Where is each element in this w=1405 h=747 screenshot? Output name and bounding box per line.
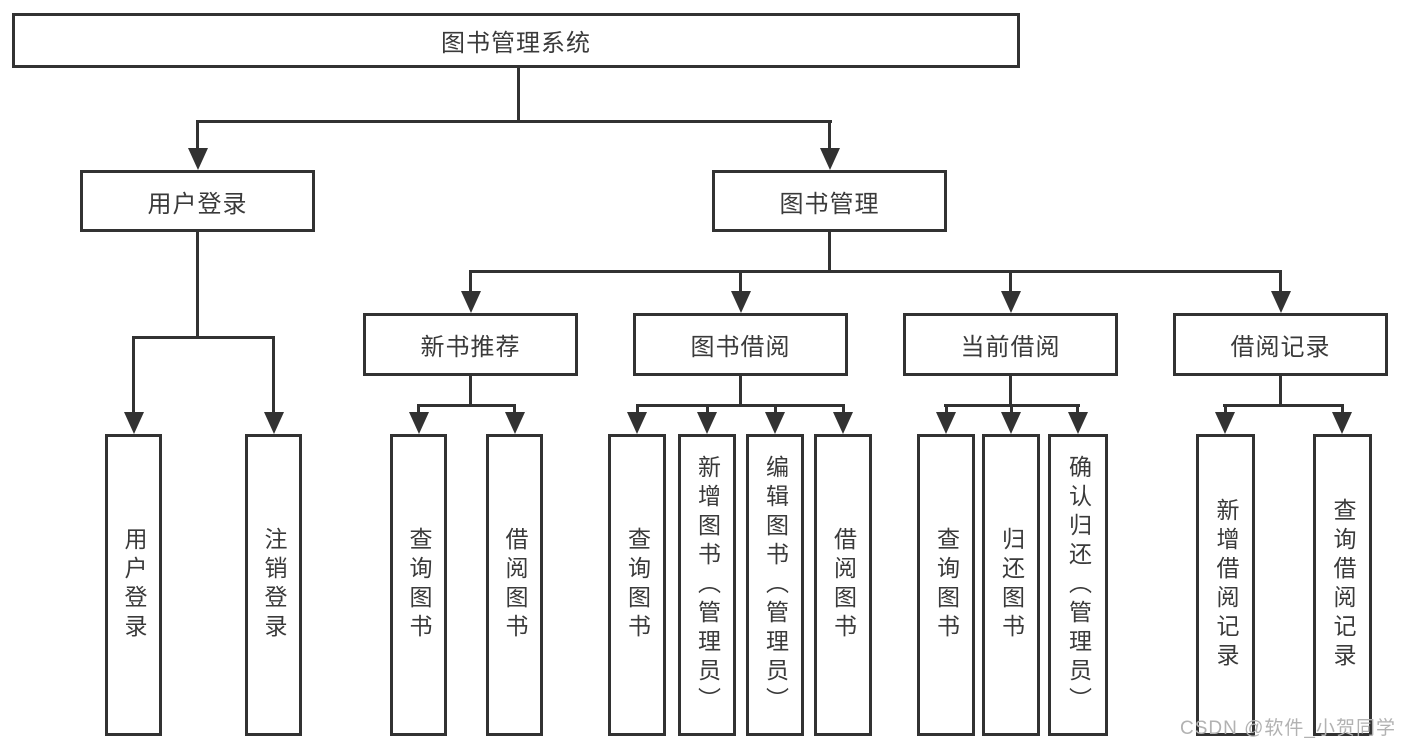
node-new-book-recommend-label: 新书推荐 — [420, 334, 521, 361]
arrow-down-icon — [461, 291, 481, 313]
node-new-book-recommend: 新书推荐 — [363, 313, 578, 376]
arrow-down-icon — [765, 412, 785, 434]
connector-line — [739, 270, 742, 293]
node-book-borrow-label: 图书借阅 — [690, 334, 791, 361]
leaf-add-books-admin-label: 新增图书（管理员） — [694, 454, 721, 716]
leaf-query-borrow-record-label: 查询借阅记录 — [1330, 498, 1356, 672]
arrow-down-icon — [833, 412, 853, 434]
leaf-return-books: 归还图书 — [982, 434, 1040, 736]
leaf-logout-label: 注销登录 — [261, 527, 287, 643]
arrow-down-icon — [1271, 291, 1291, 313]
node-user-login: 用户登录 — [80, 170, 315, 232]
arrow-down-icon — [1001, 412, 1021, 434]
connector-line — [417, 404, 516, 407]
connector-line — [517, 66, 520, 122]
arrow-down-icon — [820, 148, 840, 170]
node-root-label: 图书管理系统 — [441, 30, 591, 57]
connector-line — [1279, 376, 1282, 406]
connector-line — [706, 404, 709, 414]
connector-line — [945, 404, 948, 414]
arrow-down-icon — [627, 412, 647, 434]
leaf-confirm-return-admin: 确认归还（管理员） — [1048, 434, 1108, 736]
node-book-management-label: 图书管理 — [779, 190, 880, 218]
leaf-query-books-recommend: 查询图书 — [390, 434, 447, 736]
connector-line — [636, 404, 845, 407]
connector-line — [1009, 270, 1012, 293]
node-user-login-label: 用户登录 — [147, 190, 248, 218]
leaf-add-books-admin: 新增图书（管理员） — [678, 434, 736, 736]
node-book-management: 图书管理 — [712, 170, 947, 232]
leaf-borrow-books-label: 借阅图书 — [830, 527, 857, 643]
node-root: 图书管理系统 — [12, 13, 1020, 68]
arrow-down-icon — [124, 412, 144, 434]
connector-line — [1279, 270, 1282, 293]
node-borrow-records: 借阅记录 — [1173, 313, 1388, 376]
leaf-add-borrow-record: 新增借阅记录 — [1196, 434, 1255, 736]
leaf-query-books-recommend-label: 查询图书 — [406, 527, 432, 643]
node-current-borrow-label: 当前借阅 — [960, 334, 1061, 361]
leaf-borrow-books-recommend: 借阅图书 — [486, 434, 543, 736]
node-borrow-records-label: 借阅记录 — [1230, 334, 1331, 361]
connector-line — [196, 120, 832, 123]
connector-line — [1224, 404, 1227, 414]
connector-line — [1076, 404, 1079, 414]
connector-line — [469, 270, 472, 293]
leaf-edit-books-admin-label: 编辑图书（管理员） — [762, 454, 789, 716]
connector-line — [1009, 376, 1012, 406]
arrow-down-icon — [1001, 291, 1021, 313]
connector-line — [272, 336, 275, 414]
leaf-return-books-label: 归还图书 — [998, 527, 1025, 643]
leaf-user-login: 用户登录 — [105, 434, 162, 736]
connector-line — [196, 120, 199, 150]
leaf-user-login-label: 用户登录 — [121, 527, 147, 643]
leaf-query-books-borrow: 查询图书 — [608, 434, 666, 736]
leaf-edit-books-admin: 编辑图书（管理员） — [746, 434, 804, 736]
connector-line — [1341, 404, 1344, 414]
arrow-down-icon — [188, 148, 208, 170]
leaf-logout: 注销登录 — [245, 434, 302, 736]
leaf-confirm-return-admin-label: 确认归还（管理员） — [1065, 454, 1092, 716]
connector-line — [417, 404, 420, 414]
arrow-down-icon — [1068, 412, 1088, 434]
connector-line — [469, 270, 1282, 273]
arrow-down-icon — [731, 291, 751, 313]
arrow-down-icon — [936, 412, 956, 434]
leaf-query-borrow-record: 查询借阅记录 — [1313, 434, 1372, 736]
leaf-borrow-books: 借阅图书 — [814, 434, 872, 736]
arrow-down-icon — [505, 412, 525, 434]
arrow-down-icon — [264, 412, 284, 434]
connector-line — [132, 336, 135, 414]
connector-line — [132, 336, 275, 339]
leaf-borrow-books-recommend-label: 借阅图书 — [502, 527, 528, 643]
node-book-borrow: 图书借阅 — [633, 313, 848, 376]
arrow-down-icon — [409, 412, 429, 434]
connector-line — [739, 376, 742, 406]
arrow-down-icon — [1215, 412, 1235, 434]
arrow-down-icon — [1332, 412, 1352, 434]
connector-line — [196, 232, 199, 338]
arrow-down-icon — [697, 412, 717, 434]
connector-line — [1223, 404, 1344, 407]
connector-line — [774, 404, 777, 414]
connector-line — [828, 120, 831, 150]
leaf-query-books-current: 查询图书 — [917, 434, 975, 736]
csdn-watermark: CSDN @软件_小贺同学 — [1180, 718, 1396, 739]
connector-line — [842, 404, 845, 414]
connector-line — [828, 232, 831, 273]
connector-line — [469, 376, 472, 406]
connector-line — [513, 404, 516, 414]
leaf-query-books-current-label: 查询图书 — [933, 527, 960, 643]
connector-line — [1010, 404, 1013, 414]
connector-line — [636, 404, 639, 414]
leaf-query-books-borrow-label: 查询图书 — [624, 527, 651, 643]
leaf-add-borrow-record-label: 新增借阅记录 — [1213, 498, 1239, 672]
node-current-borrow: 当前借阅 — [903, 313, 1118, 376]
